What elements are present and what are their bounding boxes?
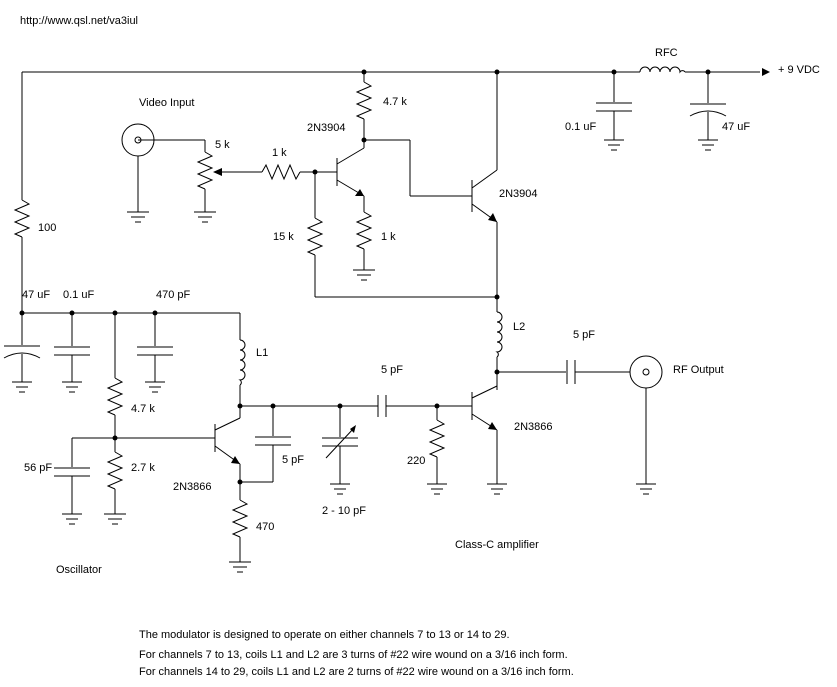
- resistor-470: [229, 499, 251, 573]
- label-l1: L1: [256, 347, 268, 359]
- transistor-2N3904-mod2: [471, 72, 500, 312]
- label-q-amp: 2N3866: [514, 421, 553, 433]
- label-q-mod1: 2N3904: [307, 122, 346, 134]
- osc-supply-rail: [22, 310, 240, 316]
- label-r-220: 220: [407, 455, 425, 467]
- label-c-01-supply: 0.1 uF: [565, 121, 596, 133]
- label-c-5p-fb: 5 pF: [282, 454, 304, 466]
- capacitor-5pF-feedback: [240, 406, 291, 483]
- resistor-1k-emitter: [353, 196, 375, 281]
- rf-output-label: RF Output: [673, 364, 724, 376]
- label-r-4k7-bias: 4.7 k: [131, 403, 155, 415]
- design-notes: The modulator is designed to operate on …: [139, 627, 829, 681]
- supply-rail: [21, 68, 770, 200]
- resistor-15k: [306, 172, 497, 298]
- capacitor-47uF-supply: [689, 72, 727, 151]
- capacitor-5pF-coupling: [377, 395, 472, 417]
- rfc-label: RFC: [655, 47, 678, 59]
- resistor-4.7k-top: [355, 72, 472, 197]
- capacitor-47uF-osc: [3, 313, 41, 393]
- capacitor-470pF: [137, 313, 173, 393]
- rf-output-connector: [629, 355, 663, 495]
- label-c-5p-out: 5 pF: [573, 329, 595, 341]
- label-r-100: 100: [38, 222, 56, 234]
- resistor-2.7k: [104, 451, 126, 525]
- capacitor-5pF-output: [497, 360, 630, 384]
- label-c-47-osc: 47 uF: [22, 289, 50, 301]
- label-c-56p: 56 pF: [24, 462, 52, 474]
- capacitor-2-10pF-trimmer: [322, 406, 358, 495]
- label-l2: L2: [513, 321, 525, 333]
- resistor-1k-input: [261, 163, 337, 181]
- inductor-L1: [237, 313, 378, 418]
- capacitor-0.1uF-osc: [54, 313, 90, 393]
- transistor-2N3904-mod1: [336, 147, 365, 197]
- transistor-2N3866-osc: [214, 417, 243, 500]
- note-line: For channels 14 to 29, coils L1 and L2 a…: [139, 666, 574, 678]
- label-r-1k-emitter: 1 k: [381, 231, 396, 243]
- label-q-osc: 2N3866: [173, 481, 212, 493]
- label-r-470: 470: [256, 521, 274, 533]
- oscillator-label: Oscillator: [56, 564, 102, 576]
- capacitor-0.1uF-supply: [596, 72, 632, 151]
- note-line: The modulator is designed to operate on …: [139, 629, 510, 641]
- note-line: For channels 7 to 13, coils L1 and L2 ar…: [139, 649, 568, 661]
- rfc-inductor: [639, 66, 686, 74]
- inductor-L2: [494, 311, 503, 390]
- label-c-47-supply: 47 uF: [722, 121, 750, 133]
- label-q-mod2: 2N3904: [499, 188, 538, 200]
- label-c-trim: 2 - 10 pF: [322, 505, 366, 517]
- label-r-1k-input: 1 k: [272, 147, 287, 159]
- label-r-15k: 15 k: [273, 231, 294, 243]
- supply-voltage-label: + 9 VDC: [778, 64, 820, 76]
- label-r-4k7-top: 4.7 k: [383, 96, 407, 108]
- label-r-2k7: 2.7 k: [131, 462, 155, 474]
- resistor-4.7k-bias: [72, 313, 215, 452]
- potentiometer-5k: [194, 140, 262, 223]
- source-url: http://www.qsl.net/va3iul: [20, 15, 138, 27]
- class-c-amplifier-label: Class-C amplifier: [455, 539, 539, 551]
- label-c-470p: 470 pF: [156, 289, 191, 301]
- resistor-220: [427, 406, 447, 495]
- transistor-2N3866-amp: [471, 385, 507, 495]
- video-input-connector: [121, 123, 205, 223]
- video-input-label: Video Input: [139, 97, 194, 109]
- label-pot-5k: 5 k: [215, 139, 230, 151]
- label-c-5p-couple: 5 pF: [381, 364, 403, 376]
- capacitor-56pF: [54, 438, 90, 525]
- label-c-01-osc: 0.1 uF: [63, 289, 94, 301]
